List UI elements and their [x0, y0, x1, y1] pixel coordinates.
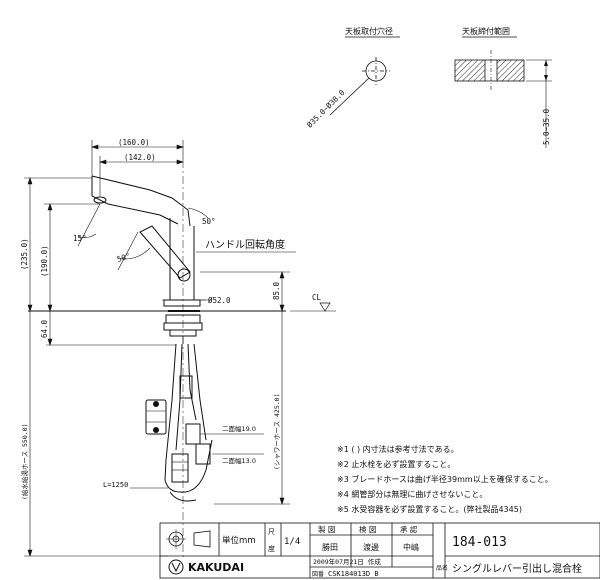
col-approve-header: 承 認	[400, 524, 418, 534]
angle-dimensions	[77, 203, 296, 271]
width-dimensions	[91, 140, 184, 196]
hose-425-dim: (シャワーホース 425.0)	[273, 394, 281, 470]
scale-label-top: 尺	[268, 528, 275, 536]
cl-label: CL	[312, 293, 322, 302]
note-5: ※5 水受容器を必ず設置すること。(弊社製品4345)	[337, 504, 522, 514]
notes: ※1 ( ) 内寸法は参考寸法である。 ※2 止水栓を必ず設置すること。 ※3 …	[337, 444, 553, 514]
width-outer-dim: (160.0)	[118, 138, 150, 147]
hose-550-dim: (給水給湯ホース 550.0)	[20, 424, 29, 500]
part-number: 184-013	[452, 535, 507, 550]
faucet-outline	[91, 175, 213, 502]
angle-50-top: 50°	[202, 217, 216, 226]
approver-name: 中嶋	[403, 542, 419, 552]
scale-value: 1/4	[284, 537, 300, 547]
hose-length-label: L=1250	[103, 481, 128, 489]
hex-19-label: 二面幅19.0	[222, 424, 256, 433]
body-diameter-dim: Ø52.0	[208, 296, 231, 305]
clamping-range-dim: 5.0~35.0	[542, 108, 551, 145]
product-name: シングルレバー引出し混合栓	[452, 562, 582, 575]
drawing-number: CSK184013D_B	[328, 570, 379, 578]
handle-rotation-label: ハンドル回転角度	[205, 238, 285, 251]
height-inner-dim: (190.0)	[40, 245, 49, 277]
kakudai-logo: KAKUDAI	[168, 559, 244, 575]
creation-date: 2009年07月21日 作成	[313, 557, 381, 566]
note-4: ※4 網管部分は無理に曲げさせないこと。	[337, 489, 487, 499]
projection-symbol	[166, 529, 211, 549]
title-block	[159, 522, 600, 579]
height-total-dim: (235.0)	[20, 238, 29, 270]
clamping-range-view	[454, 50, 552, 148]
drawer-name: 勝田	[322, 542, 338, 552]
cl-marker	[290, 302, 336, 312]
hex-callouts	[130, 433, 264, 489]
side-label: 品名	[436, 564, 448, 572]
angle-15: 15°	[73, 234, 87, 243]
col-design-header: 製 図	[318, 524, 335, 534]
width-inner-dim: (142.0)	[124, 153, 156, 162]
hole-view-title: 天板取付穴径	[345, 26, 393, 36]
mounting-hole-view	[329, 57, 390, 116]
shank-64-dim: 64.0	[40, 319, 49, 338]
range-view-title: 天板締付範囲	[462, 26, 510, 36]
drawing-no-label: 図番	[312, 571, 324, 578]
scale-label-bottom: 度	[268, 544, 275, 553]
col-check-header: 検 図	[359, 524, 376, 534]
unit-label: 単位mm	[222, 535, 256, 546]
angle-50-mid: 50°	[116, 251, 132, 264]
height-85-dim: 85.0	[272, 281, 281, 300]
note-1: ※1 ( ) 内寸法は参考寸法である。	[337, 444, 459, 454]
hex-13-label: 二面幅13.0	[222, 456, 256, 465]
brand-name: KAKUDAI	[188, 561, 244, 574]
checker-name: 渡邊	[363, 542, 379, 552]
hole-diameter-dim: Ø35.0~Ø38.0	[305, 88, 347, 130]
note-3: ※3 ブレードホースは曲げ半径39mm以上を確保すること。	[337, 474, 553, 484]
note-2: ※2 止水栓を必ず設置すること。	[337, 459, 455, 469]
height-dimensions	[24, 177, 290, 557]
